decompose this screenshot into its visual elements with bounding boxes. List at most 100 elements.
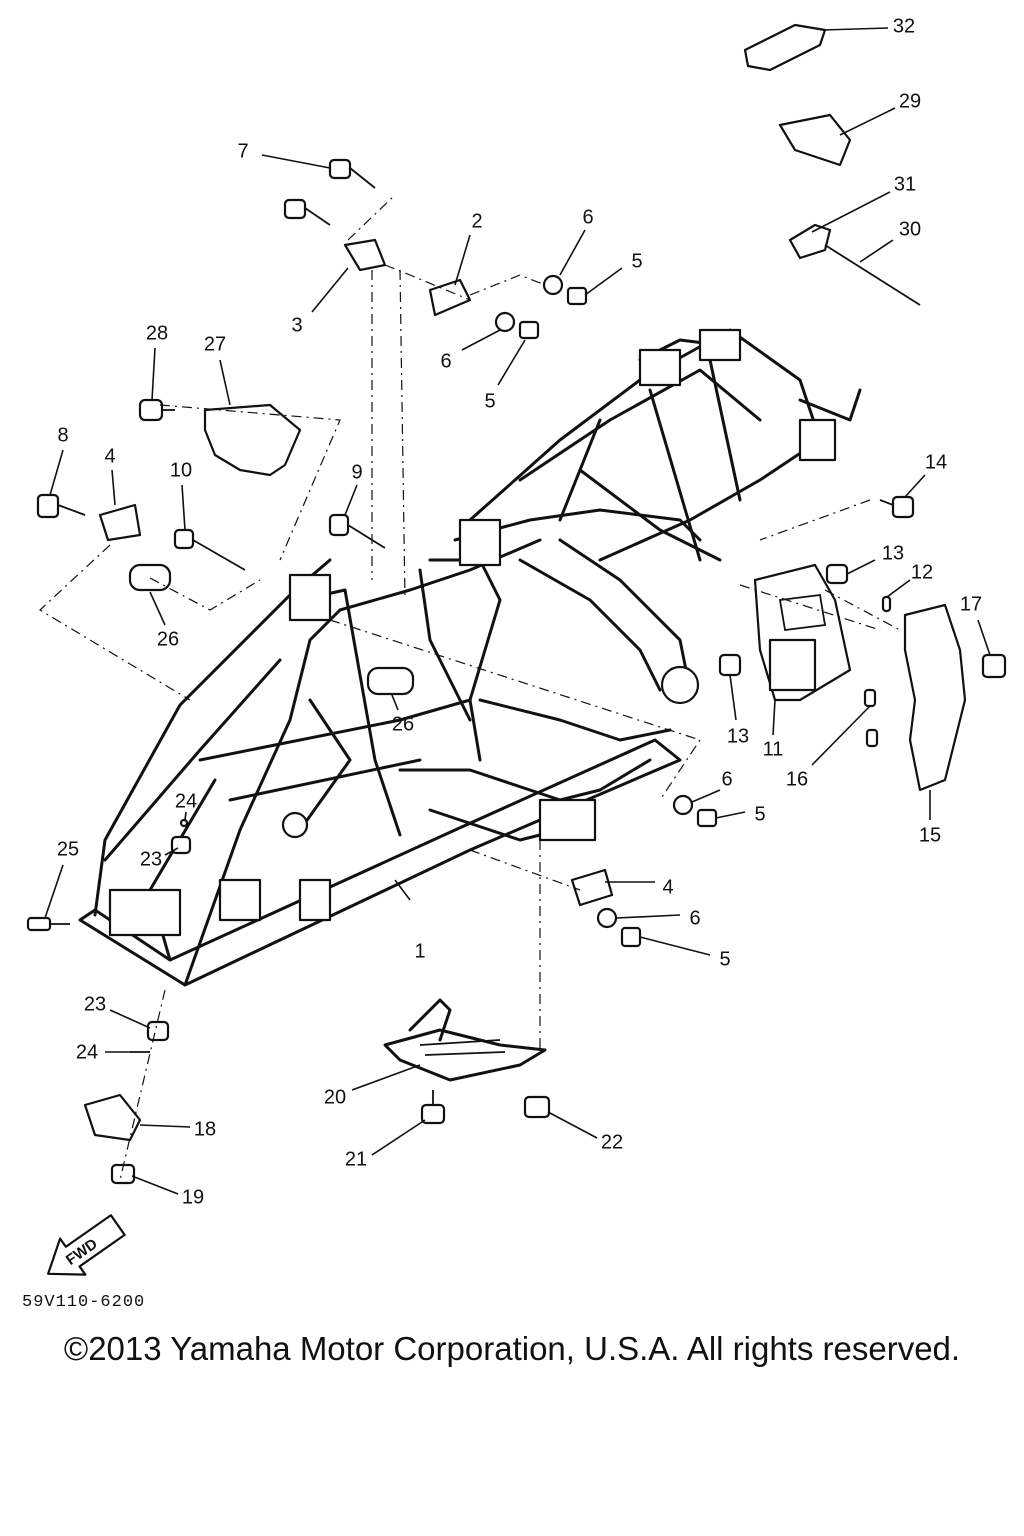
grommet-23-lower [146,1020,170,1042]
callout-leader-30 [859,239,894,263]
bolt-13-upper [825,563,849,585]
rod-30 [824,244,921,306]
callout-leader-20 [351,1064,421,1091]
callout-leader-14 [904,474,926,498]
callout-label-29: 29 [899,90,921,112]
callout-label-4: 4 [662,876,673,898]
callout-label-20: 20 [324,1086,346,1108]
nut-17 [981,653,1007,679]
bolt-13-lower [718,653,742,677]
callout-leader-29 [839,107,896,136]
callout-label-5: 5 [719,948,730,970]
callout-leader-19 [131,1175,179,1195]
callout-leader-32 [822,27,889,31]
strap-32 [743,23,827,72]
washer-6-top [542,274,564,296]
callout-label-4: 4 [104,445,115,467]
callout-label-23: 23 [84,993,106,1015]
callout-label-10: 10 [170,459,192,481]
callout-label-14: 14 [925,451,947,473]
bracket-3 [343,238,387,272]
bracket-2 [428,278,472,317]
nut-5-top [566,286,588,306]
callout-leader-18 [139,1124,191,1128]
front-guard-20 [383,998,547,1082]
callout-label-3: 3 [291,314,302,336]
callout-leader-28 [151,347,156,401]
callout-label-24: 24 [76,1041,98,1063]
nut-5-mid [518,320,540,340]
bolt-9 [328,513,386,549]
clip-12 [881,595,892,613]
callout-label-6: 6 [582,206,593,228]
callout-label-1: 1 [414,940,425,962]
callout-label-26: 26 [392,713,414,735]
bracket-15 [903,603,967,792]
callout-label-9: 9 [351,461,362,483]
bolt-21 [420,1090,446,1125]
callout-leader-24 [184,811,187,821]
callout-label-18: 18 [194,1118,216,1140]
callout-label-11: 11 [763,738,784,760]
bracket-4-right [570,868,614,907]
callout-leader-5 [715,811,746,819]
callout-label-17: 17 [960,593,982,615]
callout-label-28: 28 [146,322,168,344]
nut-5-lower [620,926,642,948]
callout-leader-16 [811,705,871,766]
callout-label-23: 23 [140,848,162,870]
callout-leader-5 [639,936,711,956]
bolt-7-upper [328,158,376,189]
main-frame [78,328,862,987]
callout-label-24: 24 [175,790,197,812]
callout-label-15: 15 [919,824,941,846]
callout-group: 1234455556666789101112131314151617181920… [44,15,991,1208]
washer-6-mid [494,311,516,333]
callout-label-5: 5 [754,803,765,825]
callout-leader-17 [977,619,991,656]
washer-6-lower [596,907,618,929]
callout-label-6: 6 [721,768,732,790]
callout-leader-7 [261,154,331,169]
callout-leader-6 [461,329,501,351]
callout-leader-6 [559,229,586,276]
callout-leader-5 [497,339,526,386]
bolt-28 [138,398,175,422]
callout-leader-9 [344,484,358,516]
callout-label-7: 7 [237,140,248,162]
copyright-notice: ©2013 Yamaha Motor Corporation, U.S.A. A… [63,1330,961,1367]
callout-label-5: 5 [631,250,642,272]
callout-label-32: 32 [893,15,915,37]
callout-leader-2 [454,234,471,286]
damper-26-center [366,666,415,696]
clip-16-lower [865,728,879,748]
callout-label-22: 22 [601,1131,623,1153]
callout-label-6: 6 [689,907,700,929]
callout-label-26: 26 [157,628,179,650]
callout-label-5: 5 [484,390,495,412]
bracket-4-left [98,503,142,542]
damper-26-left [128,563,172,592]
callout-label-2: 2 [471,210,482,232]
callout-leader-11 [772,699,776,736]
callout-leader-13 [729,674,737,721]
clip-16-upper [863,688,877,708]
callout-leader-31 [811,191,891,233]
clip-24-upper [179,818,189,828]
callout-leader-23 [164,847,179,856]
callout-label-13: 13 [882,542,904,564]
callout-leader-6 [616,914,681,919]
washer-6-right [672,794,694,816]
callout-leader-3 [311,267,349,313]
bolt-8 [36,493,86,519]
callout-label-25: 25 [57,838,79,860]
battery-box-11 [753,563,852,702]
bracket-27 [203,403,302,477]
callout-leader-13 [846,559,876,575]
callout-label-21: 21 [345,1148,367,1170]
assembly-lines [39,194,901,1181]
pin-31 [788,223,832,260]
callout-leader-22 [547,1111,598,1139]
callout-leader-1 [394,879,411,901]
callout-leader-12 [886,579,911,598]
